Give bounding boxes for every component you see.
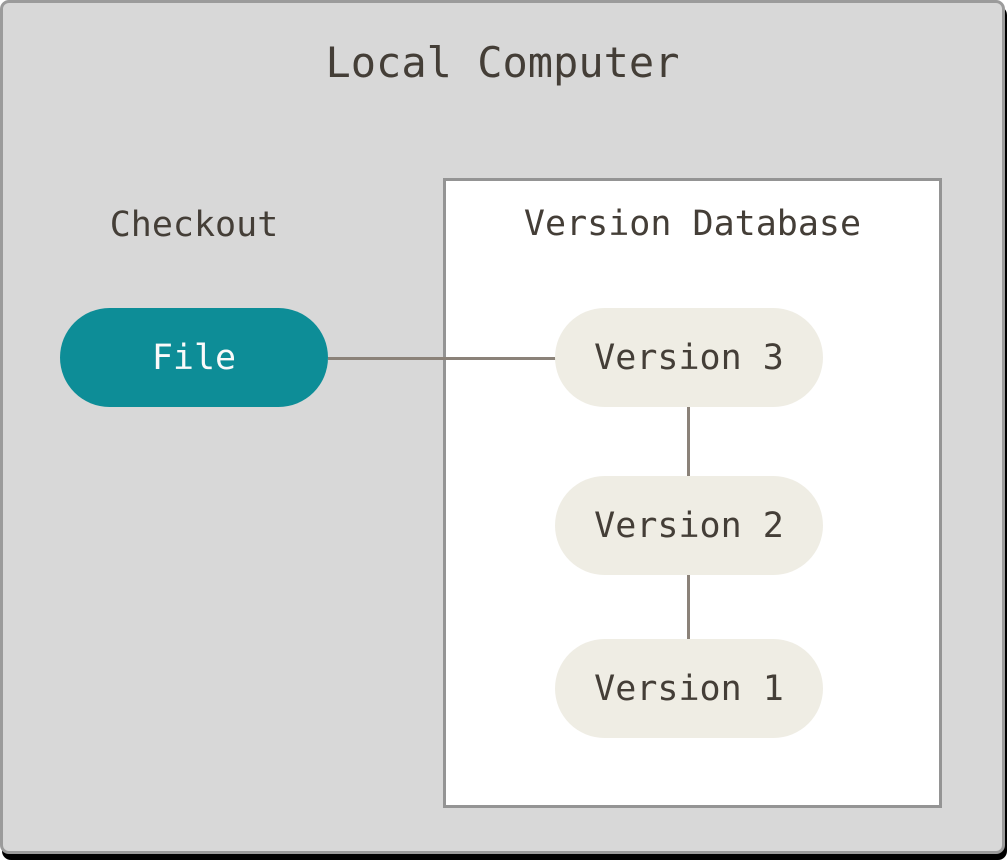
version1-node: Version 1 bbox=[555, 639, 823, 738]
version1-node-label: Version 1 bbox=[594, 668, 784, 709]
version3-node-label: Version 3 bbox=[594, 337, 784, 378]
checkout-label: Checkout bbox=[109, 205, 279, 245]
file-node-label: File bbox=[151, 337, 237, 378]
version2-node: Version 2 bbox=[555, 476, 823, 575]
file-node: File bbox=[60, 308, 328, 407]
version2-node-label: Version 2 bbox=[594, 505, 784, 546]
connector-version3-to-version2 bbox=[687, 401, 690, 483]
connector-file-to-version3 bbox=[328, 357, 558, 360]
diagram-title: Local Computer bbox=[325, 38, 680, 87]
version-database-title: Version Database bbox=[523, 204, 862, 244]
version3-node: Version 3 bbox=[555, 308, 823, 407]
connector-version2-to-version1 bbox=[687, 569, 690, 645]
